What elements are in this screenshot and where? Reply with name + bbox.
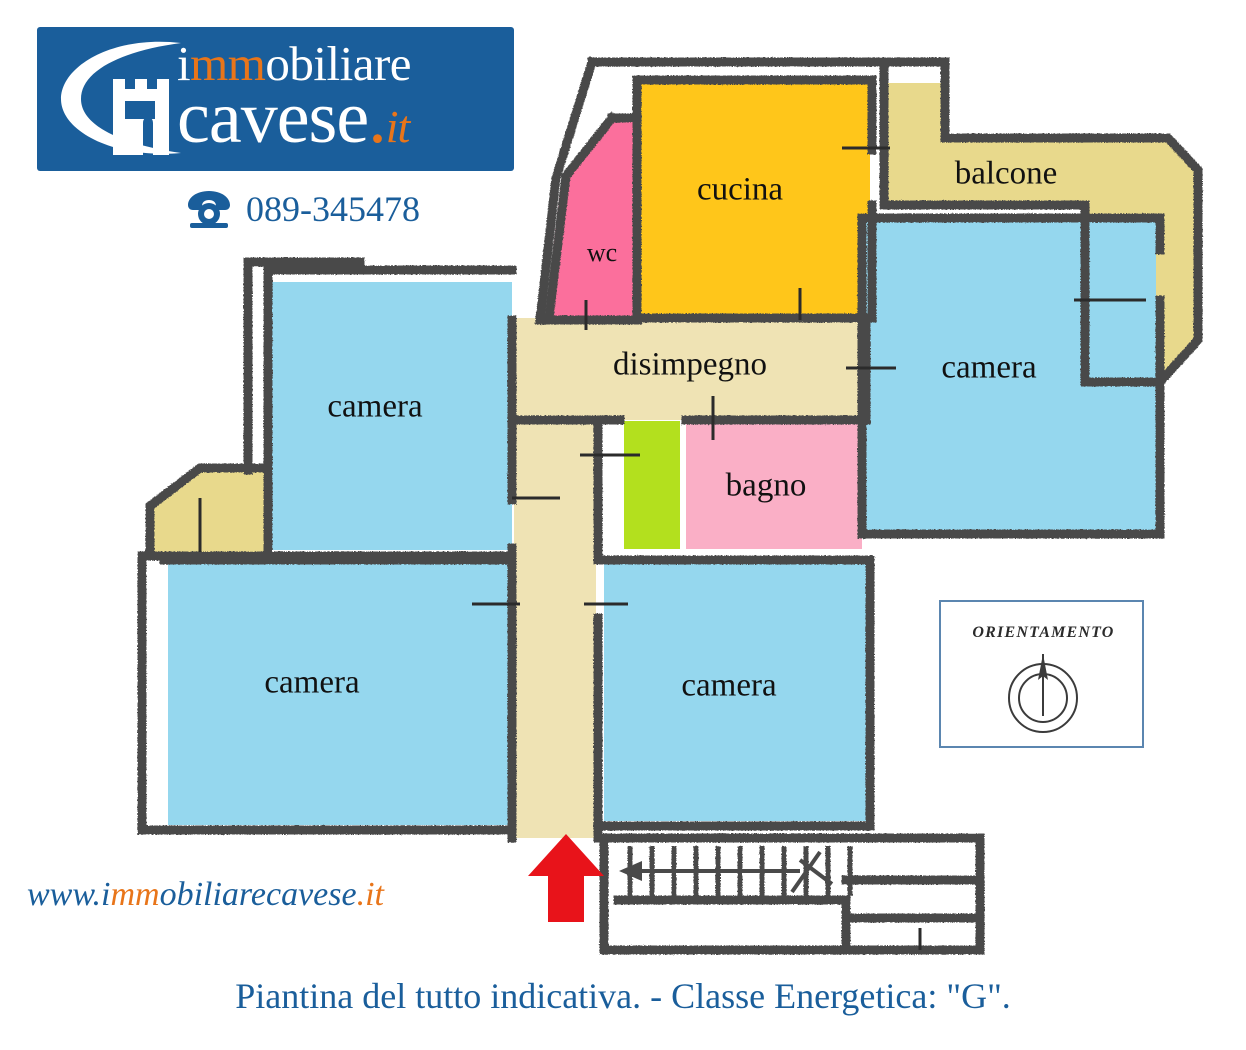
walls [137, 56, 1203, 955]
logo-word-cavese: cavese [177, 77, 369, 159]
room-fill-camera-sud [604, 563, 866, 821]
orientation-title: ORIENTAMENTO [972, 624, 1115, 641]
wall-wc-west-outer [535, 56, 598, 325]
room-fill-disimpegno-corridor [514, 318, 596, 838]
room-fill-camera-nord-ovest [272, 282, 512, 550]
phone-number: 089-345478 [246, 189, 420, 229]
telephone-icon [188, 191, 230, 228]
website-part-www: www.i [27, 876, 111, 913]
room-fill-balconcino-ovest [152, 470, 268, 555]
room-label-balcone: balcone [955, 156, 1058, 192]
wall-west-outer [137, 551, 517, 835]
wall-balcone [879, 57, 1203, 387]
room-label-camera-nord-est: camera [941, 350, 1037, 386]
wall-stair-block [599, 833, 985, 955]
stair-direction-arrows [619, 850, 834, 894]
room-fill-cucina [640, 80, 870, 315]
room-fill-ripostiglio [624, 421, 680, 549]
wall-stair-right [841, 875, 985, 923]
door-openings [198, 146, 1146, 950]
room-fill-camera-nord-est [864, 222, 1156, 530]
room-label-wc: wc [587, 238, 617, 267]
website-part-it: .it [356, 876, 384, 913]
wall-stair-lower [613, 895, 851, 949]
room-fill-bagno [686, 421, 862, 549]
logo-word-dot: . [368, 77, 386, 159]
logo-word-i: i [177, 36, 191, 91]
room-fill-camera-sud-ovest [168, 563, 512, 825]
wall-camera-s [595, 555, 875, 831]
logo-swoosh-icon [61, 41, 181, 154]
orientation-box: ORIENTAMENTO [939, 600, 1144, 748]
wall-wc-inner-west [543, 111, 619, 324]
wall-camera-nw-outer [243, 257, 365, 475]
website-part-obiliarecavese: obiliarecavese [159, 876, 357, 913]
room-label-disimpegno: disimpegno [613, 347, 767, 383]
logo-word-obiliare: obiliare [265, 36, 412, 91]
website-link[interactable]: www.immobiliarecavese.it [27, 876, 384, 914]
room-fills [152, 80, 1195, 838]
company-logo[interactable]: immobiliare cavese.it [37, 27, 514, 171]
room-label-bagno: bagno [726, 468, 807, 504]
logo-word-it: it [385, 101, 411, 152]
website-part-mm: mm [110, 876, 160, 913]
wall-balcone-inner [879, 200, 1090, 387]
room-label-camera-sud-ovest: camera [264, 665, 360, 701]
red-up-arrow-icon [528, 834, 604, 922]
plan-caption: Piantina del tutto indicativa. - Classe … [235, 976, 1011, 1016]
room-fill-disimpegno-right [596, 318, 868, 420]
room-label-camera-nord-ovest: camera [327, 389, 423, 425]
room-label-camera-sud: camera [681, 668, 777, 704]
logo-wordmark: immobiliare cavese.it [177, 31, 512, 171]
north-arrow-compass-icon [1008, 654, 1078, 733]
room-label-cucina: cucina [697, 172, 783, 208]
phone-row: 089-345478 [186, 186, 420, 232]
room-labels: wc cucina balcone camera disimpegno came… [264, 156, 1057, 704]
logo-word-mm: mm [190, 36, 266, 91]
castle-tower-icon [113, 79, 169, 155]
